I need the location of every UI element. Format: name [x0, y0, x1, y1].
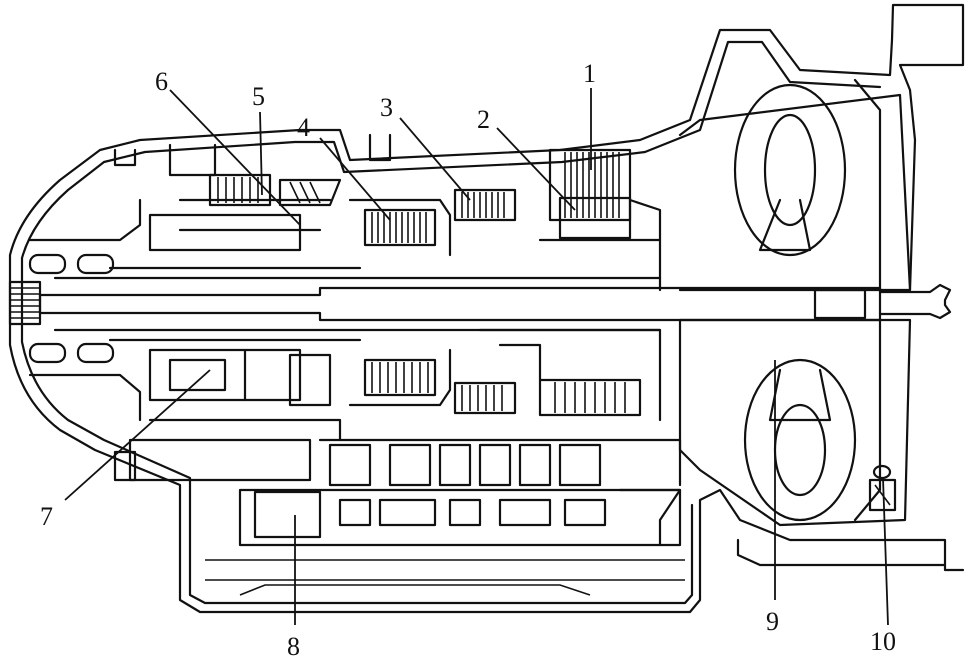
- clutch-pack-3: [453, 188, 517, 415]
- clutch-pack-4: [348, 198, 452, 407]
- callout-8: 8: [287, 632, 300, 658]
- clutch-pack-5: [208, 173, 272, 207]
- rear-bearings: [28, 198, 142, 422]
- callout-5: 5: [252, 82, 265, 111]
- leader-3: [399, 117, 471, 201]
- leader-10: [882, 477, 889, 626]
- callout-2: 2: [477, 105, 490, 134]
- callout-labels: 1 2 3 4 5 6 7 8 9 10: [40, 59, 896, 658]
- callout-1: 1: [583, 59, 596, 88]
- clutch-pack-6: [148, 178, 342, 252]
- transmission-housing: [8, 3, 965, 614]
- valve-body: [238, 438, 682, 547]
- leader-2: [496, 127, 576, 211]
- torque-converter: [678, 78, 912, 527]
- leader-lines: [64, 88, 889, 626]
- input-spline: [8, 280, 42, 326]
- planetary-gearset: [113, 348, 342, 482]
- lower-clutch-stack: [478, 328, 662, 422]
- callout-6: 6: [155, 67, 168, 96]
- callout-4: 4: [297, 113, 310, 142]
- leader-6: [169, 89, 301, 226]
- leader-4: [319, 137, 391, 221]
- leader-5: [259, 111, 263, 196]
- clutch-pack-1: [548, 148, 632, 222]
- leader-7: [64, 369, 211, 501]
- oil-pump-valve: [868, 464, 897, 512]
- callout-3: 3: [380, 93, 393, 122]
- callout-9: 9: [766, 607, 779, 636]
- clutch-pack-2: [538, 196, 662, 292]
- callout-7: 7: [40, 502, 53, 531]
- callout-10: 10: [870, 627, 896, 656]
